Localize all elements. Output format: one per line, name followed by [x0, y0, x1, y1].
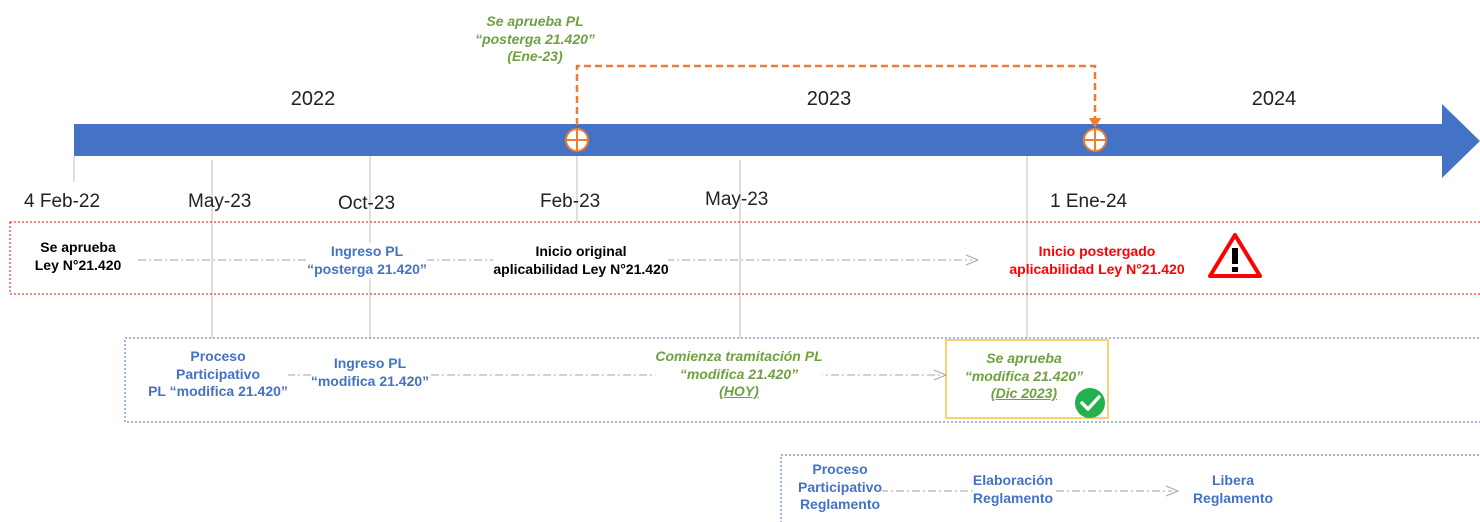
- row2-box: [124, 337, 1480, 423]
- row2-ingreso-label: Ingreso PL “modifica 21.420”: [310, 355, 430, 390]
- circle-plus-icon: [1083, 128, 1107, 152]
- row1-approve-label: Se aprueba Ley N°21.420: [34, 239, 122, 274]
- row1-inicio-postergado-label: Inicio postergado aplicabilidad Ley N°21…: [1009, 243, 1185, 277]
- row2-comienza-label: Comienza tramitación PL “modifica 21.420…: [655, 348, 823, 401]
- date-label: 4 Feb-22: [24, 191, 101, 212]
- row3-elaboracion-label: Elaboración Reglamento: [972, 472, 1054, 507]
- row2-proceso-label: Proceso Participativo PL “modifica 21.42…: [148, 348, 288, 401]
- circle-plus-icon: [565, 128, 589, 152]
- row3-proceso-label: Proceso Participativo Reglamento: [797, 461, 883, 514]
- row1-ingreso-label: Ingreso PL “posterga 21.420”: [307, 243, 427, 278]
- top-note-line3: (Ene-23): [507, 48, 563, 64]
- date-label: Oct-23: [338, 193, 396, 214]
- top-note: Se aprueba PL “posterga 21.420” (Ene-23): [475, 13, 595, 66]
- row2-aprueba-label: Se aprueba “modifica 21.420” (Dic 2023): [964, 350, 1084, 401]
- postpone-arrowhead: [1089, 118, 1101, 128]
- top-note-line1: Se aprueba PL: [486, 13, 584, 29]
- year-label: 2022: [290, 88, 336, 110]
- date-label: May-23: [188, 191, 252, 212]
- date-label: May-23: [705, 189, 769, 210]
- check-circle-icon: [1075, 388, 1105, 418]
- row3-box: [780, 454, 1480, 522]
- row3-libera-label: Libera Reglamento: [1192, 472, 1274, 506]
- row1-inicio-original-label: Inicio original aplicabilidad Ley N°21.4…: [493, 243, 669, 278]
- top-note-line2: “posterga 21.420”: [475, 30, 595, 47]
- date-label: Feb-23: [540, 191, 601, 212]
- row1-box: [9, 221, 1480, 295]
- row3-connector-head: [1165, 485, 1180, 497]
- timeline-arrow: [74, 104, 1480, 178]
- postpone-connector: [575, 64, 1097, 125]
- row2-connector-head: [933, 369, 948, 381]
- date-label: 1 Ene-24: [1050, 191, 1128, 212]
- warning-icon: [1208, 233, 1262, 278]
- year-label: 2024: [1251, 88, 1297, 110]
- year-label: 2023: [806, 88, 852, 110]
- row1-connector-head: [965, 254, 980, 266]
